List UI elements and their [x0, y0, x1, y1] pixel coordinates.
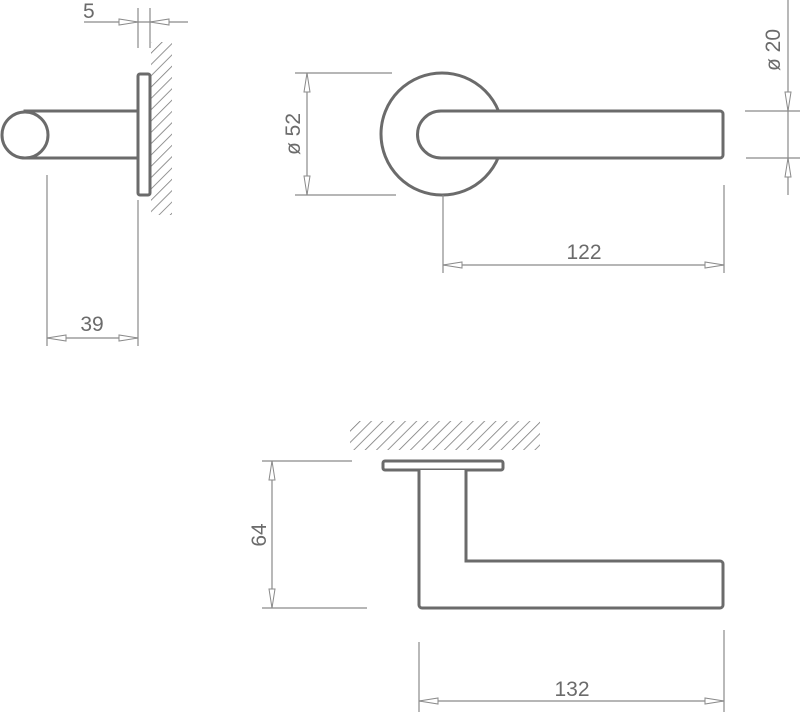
wall-hatching — [151, 42, 172, 215]
dimension-label: ø 52 — [282, 113, 305, 155]
dimension-label: 132 — [554, 678, 589, 701]
front-view — [379, 71, 725, 197]
dimension-label: 39 — [80, 313, 103, 336]
dimension-label: 122 — [566, 241, 601, 264]
lever-top — [417, 470, 725, 610]
dimension-lever-length-front: 122 — [442, 185, 725, 273]
dimension-label: 64 — [248, 523, 271, 547]
dimension-projection: 39 — [46, 175, 139, 346]
dimension-label: 5 — [83, 0, 95, 23]
dimension-label: ø 20 — [762, 29, 785, 71]
lever-end-circle — [0, 110, 50, 160]
lever-front — [416, 109, 725, 160]
side-view — [0, 42, 172, 215]
dimension-lever-length-top: 132 — [418, 630, 725, 712]
dimension-plate-thickness: 5 — [83, 0, 188, 48]
dimension-rosette-diameter: ø 52 — [282, 72, 396, 196]
dimension-lever-diameter: ø 20 — [745, 0, 800, 195]
top-view — [350, 421, 725, 610]
dimension-lever-height: 64 — [248, 460, 367, 609]
door-hatching — [350, 421, 540, 450]
rosette-plate-side — [136, 72, 152, 197]
rosette-plate-top — [381, 459, 505, 472]
